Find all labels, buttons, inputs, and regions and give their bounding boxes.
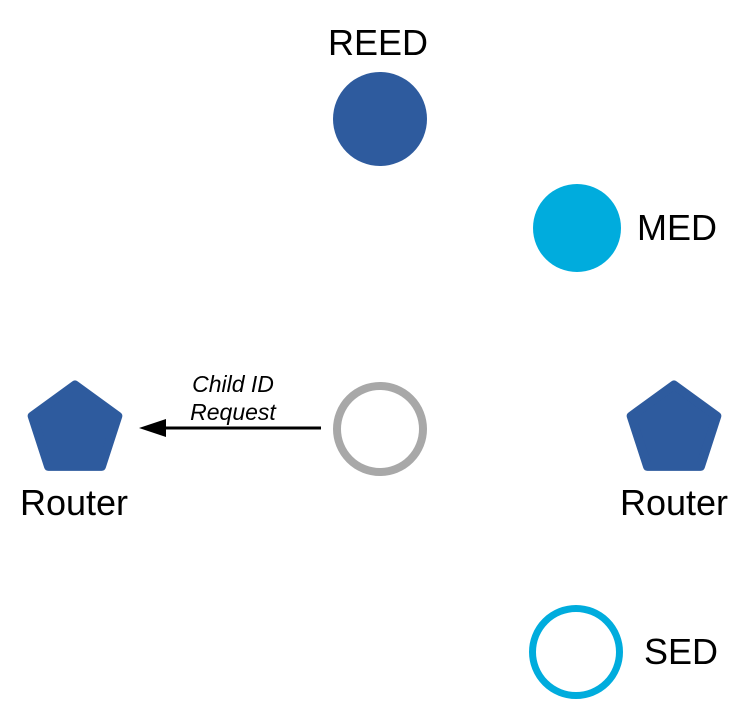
message-arrow-head-icon — [139, 419, 166, 437]
message-label-line2: Request — [190, 399, 277, 425]
joiner-node-circle — [333, 382, 427, 476]
med-node-circle — [533, 184, 621, 272]
router-left-pentagon — [27, 380, 123, 471]
reed-node-circle — [333, 72, 427, 166]
reed-label: REED — [328, 22, 428, 63]
router-right-pentagon — [626, 380, 722, 471]
router-left-label: Router — [20, 482, 128, 523]
router-right-label: Router — [620, 482, 728, 523]
med-label: MED — [637, 207, 717, 248]
message-label-line1: Child ID — [192, 371, 274, 397]
sed-label: SED — [644, 631, 718, 672]
sed-node-circle — [529, 605, 623, 699]
